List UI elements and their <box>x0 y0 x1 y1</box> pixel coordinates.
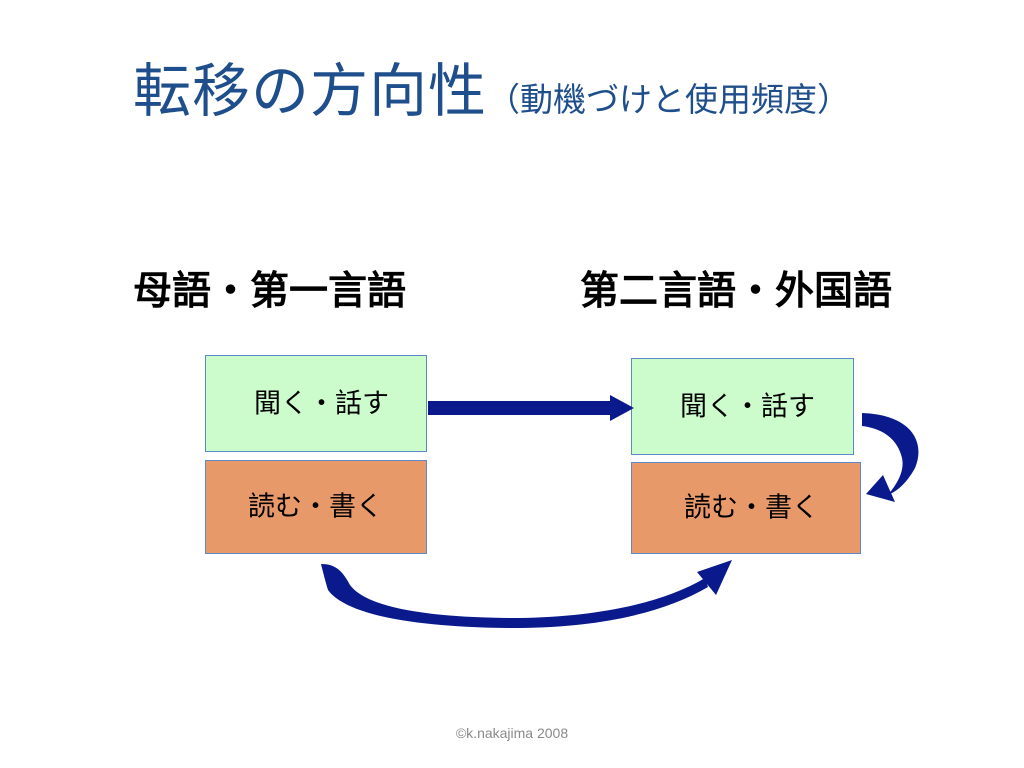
arrow-listen-l1-to-l2 <box>428 395 634 421</box>
arrow-bottom-head <box>697 560 732 595</box>
box-l2-read-write: 読む・書く <box>631 462 861 554</box>
copyright-footer: ©k.nakajima 2008 <box>455 725 569 741</box>
heading-first-language: 母語・第一言語 <box>133 269 407 314</box>
arrow-curl-head <box>866 475 895 502</box>
arrow-bottom-body <box>321 564 708 628</box>
arrow-read-l1-to-l2 <box>321 560 732 628</box>
box-l2-listen-speak-label: 聞く・話す <box>680 391 815 422</box>
heading-second-language: 第二言語・外国語 <box>580 269 893 314</box>
box-l1-read-write: 読む・書く <box>205 460 427 554</box>
arrow-l2-listen-to-read <box>862 413 919 502</box>
arrow-curl-body <box>862 413 919 495</box>
box-l2-read-write-label: 読む・書く <box>684 492 819 524</box>
box-l1-listen-speak-label: 聞く・話す <box>254 388 389 419</box>
box-l1-listen-speak: 聞く・話す <box>205 355 427 452</box>
title-main: 転移の方向性 <box>133 57 488 125</box>
box-l2-listen-speak: 聞く・話す <box>631 358 854 455</box>
slide-title: 転移の方向性（動機づけと使用頻度） <box>133 62 850 120</box>
box-l1-read-write-label: 読む・書く <box>248 491 383 523</box>
title-subtitle: （動機づけと使用頻度） <box>487 80 851 119</box>
